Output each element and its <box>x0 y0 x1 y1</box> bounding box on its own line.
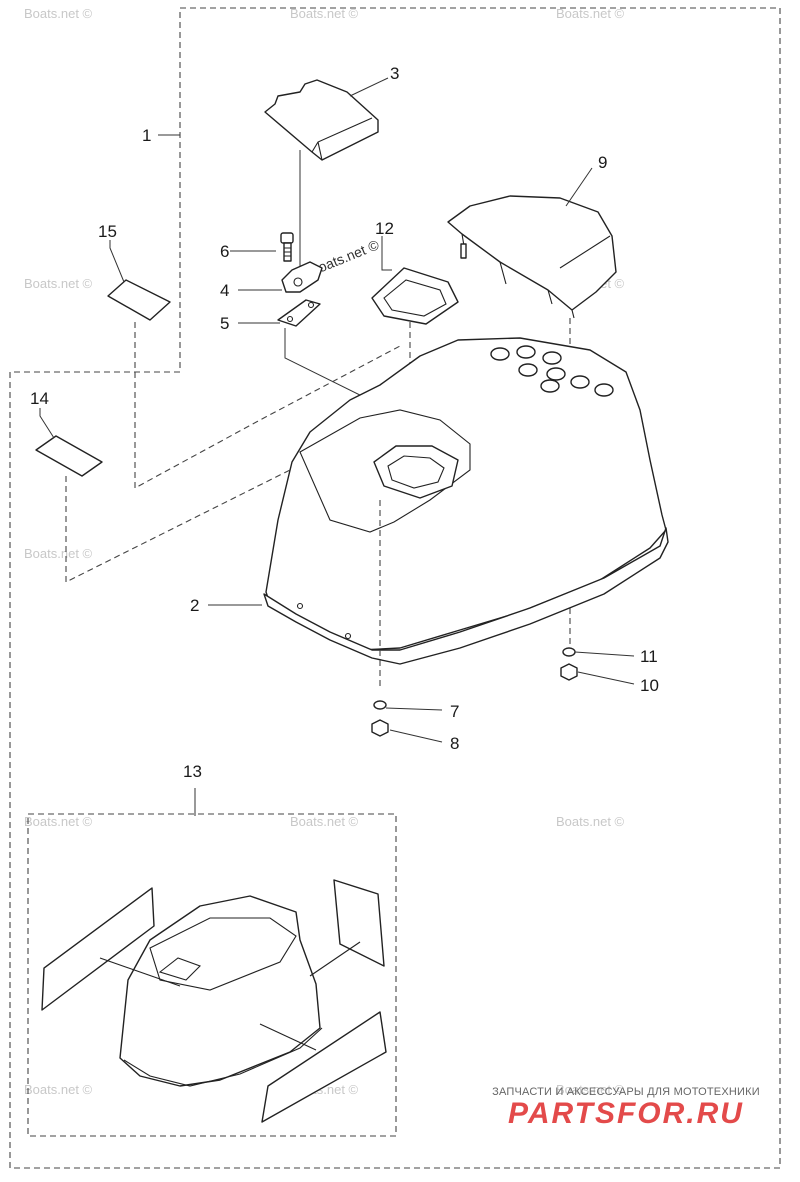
callout-14: 14 <box>30 389 49 408</box>
watermark-text: Boats.net © <box>556 814 625 829</box>
watermark-text: Boats.net © <box>24 276 93 291</box>
guide-line <box>134 322 401 489</box>
callout-3: 3 <box>390 64 399 83</box>
watermark-text: Boats.net © <box>290 6 359 21</box>
callout-8: 8 <box>450 734 459 753</box>
callout-1: 1 <box>142 126 151 145</box>
part-15-decal <box>107 279 171 321</box>
watermark-text: Boats.net © <box>24 546 93 561</box>
part-11-washer <box>562 647 576 657</box>
part-3-flap <box>264 79 379 161</box>
site-banner: ЗАПЧАСТИ И АКСЕССУАРЫ ДЛЯ МОТОТЕХНИКИ PA… <box>476 1086 776 1130</box>
part-13-decal-set <box>41 879 387 1123</box>
part-2-cowling <box>263 337 669 665</box>
banner-logo: PARTSFOR.RU <box>508 1097 744 1130</box>
callout-11: 11 <box>640 647 658 666</box>
callout-2: 2 <box>190 596 199 615</box>
part-6-bolt <box>280 232 294 262</box>
callout-12: 12 <box>375 219 394 238</box>
guide-line <box>65 469 291 583</box>
watermark-text: Boats.net © <box>24 6 93 21</box>
assembly-boundary <box>9 7 781 1169</box>
callouts: 1 2 3 4 5 6 7 8 9 10 11 12 13 14 15 <box>30 64 659 781</box>
part-12-grommet <box>371 267 459 325</box>
part-8-nut <box>371 719 389 737</box>
part-9-top-cap <box>447 195 617 319</box>
part-5-bracket <box>277 299 321 327</box>
watermark-text: Boats.net © <box>24 814 93 829</box>
watermark-text: Boats.net © <box>24 1082 93 1097</box>
callout-5: 5 <box>220 314 229 333</box>
callout-7: 7 <box>450 702 459 721</box>
part-7-washer <box>373 700 387 710</box>
banner-subtitle: ЗАПЧАСТИ И АКСЕССУАРЫ ДЛЯ МОТОТЕХНИКИ <box>492 1086 760 1098</box>
callout-10: 10 <box>640 676 659 695</box>
callout-13: 13 <box>183 762 202 781</box>
part-10-nut <box>560 663 578 681</box>
leader-lines <box>39 77 635 816</box>
part-13-box <box>27 813 397 1137</box>
callout-6: 6 <box>220 242 229 261</box>
cowl-ports <box>490 345 614 397</box>
part-4-hook <box>281 261 323 293</box>
callout-4: 4 <box>220 281 229 300</box>
callout-9: 9 <box>598 153 607 172</box>
callout-15: 15 <box>98 222 117 241</box>
part-14-decal <box>35 435 103 477</box>
watermark-text: Boats.net © <box>290 814 359 829</box>
watermark-text: Boats.net © <box>556 1082 625 1097</box>
watermark-text: Boats.net © <box>556 6 625 21</box>
